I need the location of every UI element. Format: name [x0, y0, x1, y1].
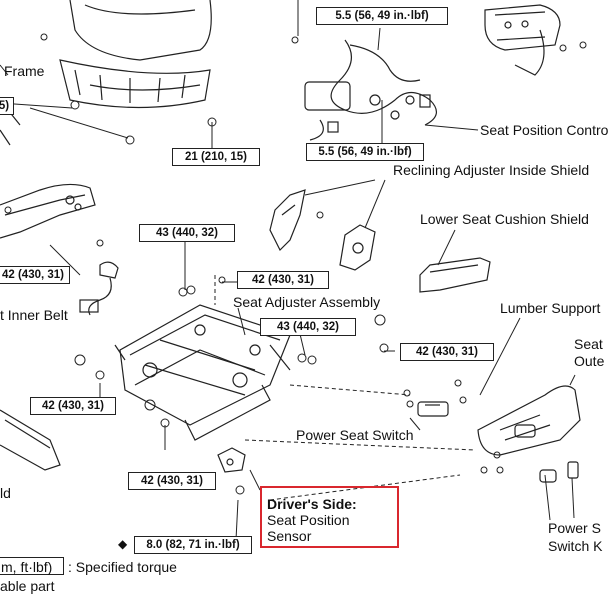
label-frame: Frame: [4, 63, 45, 79]
label-reclining-shield: Reclining Adjuster Inside Shield: [393, 162, 590, 178]
torque-box-42-a: 42 (430, 31): [237, 271, 329, 289]
seat-position-sensor-part: [217, 447, 246, 473]
callout-title: Driver's Side:: [267, 496, 357, 512]
label-seat-outer-2: Oute: [574, 353, 605, 369]
torque-box-43-b: 43 (440, 32): [260, 318, 356, 336]
seat-cushion-frame: [59, 0, 212, 109]
torque-box-5-5-mid: 5.5 (56, 49 in.·lbf): [306, 143, 424, 161]
seatback-frame: [0, 99, 96, 239]
label-power-seat-switch: Power Seat Switch: [296, 427, 414, 443]
callout-subtitle: Seat Position Sensor: [267, 512, 350, 544]
power-seat-switch-part: [417, 401, 449, 417]
legend-able-part: able part: [0, 578, 55, 594]
seat-adjuster-assembly: [114, 304, 291, 441]
label-seat-outer-1: Seat: [574, 336, 603, 352]
seat-track-rail: [0, 409, 61, 471]
seat-outer-shield: [477, 385, 581, 483]
legend-specified-torque: : Specified torque: [68, 559, 177, 575]
torque-box-42-left: 42 (430, 31): [0, 266, 70, 284]
wire-harness: [304, 39, 437, 141]
alignment-dashes: [214, 275, 476, 501]
torque-box-42-c: 42 (430, 31): [128, 472, 216, 490]
label-lower-cushion-shield: Lower Seat Cushion Shield: [420, 211, 589, 227]
label-ld: ld: [0, 485, 11, 501]
torque-box-5-5-top: 5.5 (56, 49 in.·lbf): [316, 7, 448, 25]
torque-box-21: 21 (210, 15): [172, 148, 260, 166]
label-lumber-support: Lumber Support: [500, 300, 601, 316]
torque-box-8-0: 8.0 (82, 71 in.·lbf): [134, 536, 252, 554]
label-seat-position-control: Seat Position Contro: [480, 122, 609, 138]
label-power-switch-knob-2: Switch K: [548, 538, 603, 554]
label-inner-belt: t Inner Belt: [0, 307, 68, 323]
leader-lines: [0, 0, 576, 541]
torque-box-42-b: 42 (430, 31): [30, 397, 116, 415]
reclining-adjuster-shield: [269, 189, 376, 271]
seat-position-control: [484, 4, 561, 76]
diamond-marker: ◆: [118, 537, 128, 551]
torque-box-partial: 5): [0, 97, 14, 115]
torque-box-43-a: 43 (440, 32): [139, 224, 235, 242]
lower-seat-cushion-shield: [419, 257, 491, 293]
inner-belt: [79, 261, 119, 316]
legend-unit-box: m, ft·lbf): [0, 557, 64, 575]
torque-box-42-right: 42 (430, 31): [400, 343, 494, 361]
label-power-switch-knob-1: Power S: [548, 520, 601, 536]
bolts: [4, 33, 587, 495]
driver-side-callout: Driver's Side: Seat Position Sensor: [260, 486, 399, 548]
label-seat-adjuster-assembly: Seat Adjuster Assembly: [233, 294, 381, 310]
